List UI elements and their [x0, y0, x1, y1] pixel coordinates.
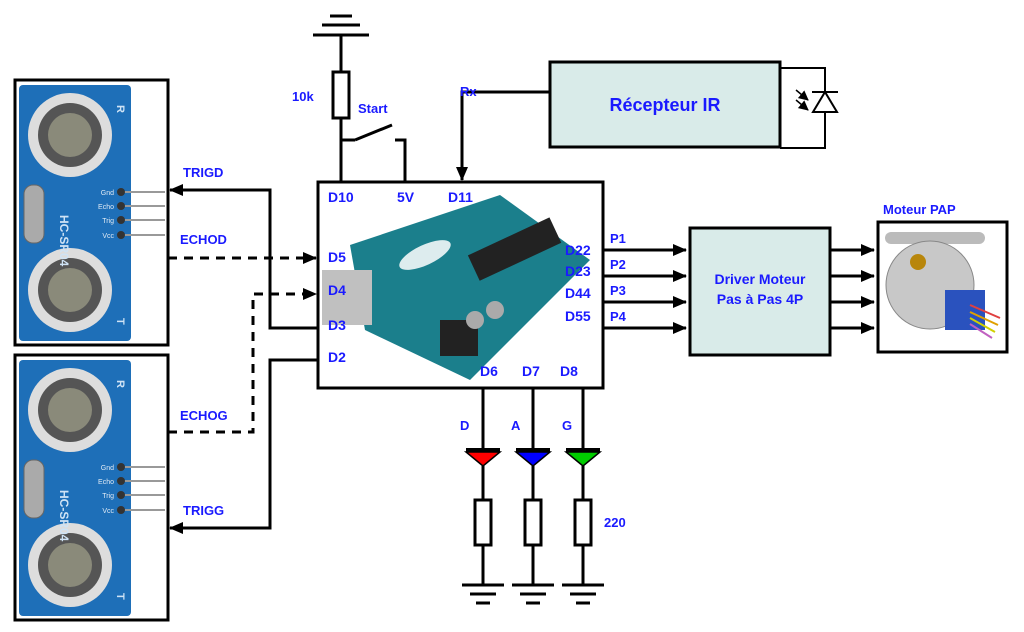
- pin-d10: D10: [328, 189, 354, 205]
- sensor-model: HC-SR04: [57, 215, 71, 267]
- stepper-motor-image: [876, 220, 1009, 354]
- sensor-mark: R: [114, 105, 126, 113]
- label-p3: P3: [610, 283, 626, 298]
- arduino-pin-labels: D10 5V D11 D5 D4 D3 D2 D22 D23 D44 D55 D…: [328, 189, 591, 379]
- ground-top-icon: [313, 14, 369, 37]
- phase-wires: [603, 244, 687, 334]
- led-d: [462, 388, 504, 605]
- led-g: [562, 388, 604, 605]
- pin-d11: D11: [448, 189, 473, 205]
- pin-5v: 5V: [397, 189, 415, 205]
- stepper-driver-box: [688, 226, 832, 357]
- pin-d6: D6: [480, 363, 498, 379]
- pin-d8: D8: [560, 363, 578, 379]
- motor-label: Moteur PAP: [883, 202, 956, 217]
- pin-d44: D44: [565, 285, 591, 301]
- sensor-model: HC-SR04: [57, 490, 71, 542]
- ultrasonic-sensor-right: HC-SR04 R T Gnd Echo Trig Vcc: [13, 78, 170, 347]
- ir-receiver-label: Récepteur IR: [609, 95, 720, 115]
- driver-label-line1: Driver Moteur: [714, 271, 806, 287]
- sensor-pin-trig: Trig: [102, 493, 114, 500]
- pin-d5: D5: [328, 249, 346, 265]
- sensor-pin-gnd: Gnd: [101, 465, 114, 472]
- pin-d23: D23: [565, 263, 591, 279]
- pin-d3: D3: [328, 317, 346, 333]
- label-rx: Rx: [460, 84, 477, 99]
- photodiode-icon: [780, 67, 839, 149]
- label-p4: P4: [610, 309, 627, 324]
- ir-receiver-box: [548, 60, 782, 149]
- sensor-mark: T: [114, 593, 126, 600]
- sensor-pin-echo: Echo: [98, 479, 114, 486]
- label-trigg: TRIGG: [183, 503, 224, 518]
- ultrasonic-sensor-left: HC-SR04 R T Gnd Echo Trig Vcc: [13, 353, 170, 622]
- wire-trigg: [169, 358, 318, 534]
- sensor-pin-echo: Echo: [98, 204, 114, 211]
- sensor-pin-gnd: Gnd: [101, 190, 114, 197]
- label-trigd: TRIGD: [183, 165, 223, 180]
- sensor-pin-trig: Trig: [102, 218, 114, 225]
- label-10k: 10k: [292, 89, 314, 104]
- sensor-mark: T: [114, 318, 126, 325]
- label-led-d: D: [460, 418, 469, 433]
- label-echog: ECHOG: [180, 408, 228, 423]
- label-220: 220: [604, 515, 626, 530]
- label-p2: P2: [610, 257, 626, 272]
- wire-rx: [456, 90, 550, 181]
- label-led-g: G: [562, 418, 572, 433]
- label-echod: ECHOD: [180, 232, 227, 247]
- label-led-a: A: [511, 418, 521, 433]
- label-start: Start: [358, 101, 388, 116]
- pin-d2: D2: [328, 349, 346, 365]
- sensor-pin-vcc: Vcc: [102, 508, 114, 515]
- resistor-10k: [331, 70, 351, 120]
- pin-d55: D55: [565, 308, 591, 324]
- pin-d7: D7: [522, 363, 540, 379]
- sensor-pin-vcc: Vcc: [102, 233, 114, 240]
- start-switch[interactable]: [341, 123, 407, 182]
- pin-d4: D4: [328, 282, 346, 298]
- pin-d22: D22: [565, 242, 591, 258]
- led-a: [512, 388, 554, 605]
- motor-wires: [830, 244, 875, 334]
- driver-label-line2: Pas à Pas 4P: [717, 291, 803, 307]
- sensor-mark: R: [114, 380, 126, 388]
- arduino-board-image: [322, 195, 590, 380]
- label-p1: P1: [610, 231, 626, 246]
